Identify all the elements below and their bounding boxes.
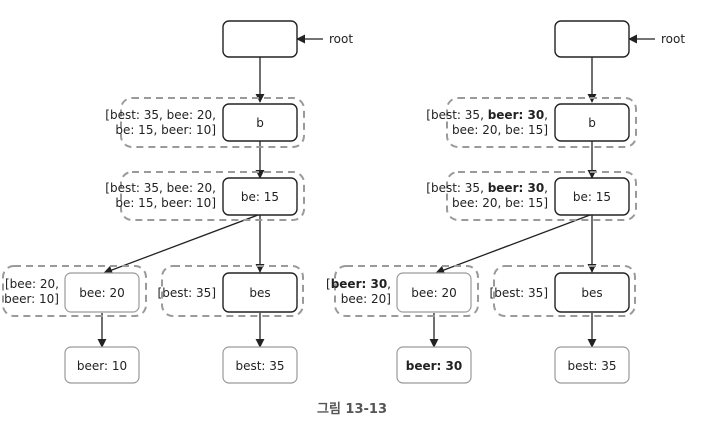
right-node-be	[554, 177, 630, 216]
left-root-node	[222, 20, 298, 58]
left-cache-b-line2: be: 15, beer: 10]	[115, 123, 216, 137]
right-cache-be-bold: beer: 30	[488, 181, 544, 195]
left-node-b	[222, 103, 298, 142]
figure-caption: 그림 13-13	[317, 402, 387, 417]
left-cache-be-line1: [best: 35, bee: 20,	[105, 181, 216, 195]
right-node-be-label: be: 15	[573, 190, 611, 204]
left-leaf-beer-label: beer: 10	[77, 359, 127, 373]
left-leaf-best-label: best: 35	[235, 359, 284, 373]
left-group-b	[120, 97, 305, 148]
right-root-node	[554, 20, 630, 58]
left-group-be	[120, 171, 305, 221]
right-cache-b-part-a: [best: 35,	[426, 108, 487, 122]
right-root-label: root	[661, 32, 685, 46]
left-node-bes-label: bes	[249, 286, 270, 300]
left-node-bee-label: bee: 20	[79, 286, 125, 300]
left-cache-be-line2: be: 15, beer: 10]	[115, 196, 216, 210]
left-cache-bee-line2: beer: 10]	[4, 292, 59, 306]
right-cache-bee-line1: [beer: 30,	[326, 277, 391, 291]
right-cache-be-line2: bee: 20, be: 15]	[452, 196, 548, 210]
left-node-bes	[222, 272, 298, 313]
left-root-label: root	[329, 32, 353, 46]
left-node-be	[222, 177, 298, 216]
left-node-bee	[64, 272, 140, 313]
right-leaf-beer	[396, 346, 472, 384]
right-leaf-best-label: best: 35	[567, 359, 616, 373]
right-node-bes	[554, 272, 630, 313]
right-cache-bee-part-c: ,	[387, 277, 391, 291]
left-group-bes	[161, 265, 304, 317]
right-node-bee	[396, 272, 472, 313]
right-leaf-best	[554, 346, 630, 384]
right-cache-bee-part-a: [	[326, 277, 331, 291]
left-cache-bes: [best: 35]	[158, 286, 216, 300]
left-node-be-label: be: 15	[241, 190, 279, 204]
left-leaf-best	[222, 346, 298, 384]
right-leaf-beer-label: beer: 30	[406, 359, 462, 373]
right-cache-be-line1: [best: 35, beer: 30,	[426, 181, 548, 195]
left-cache-bee-line1: [bee: 20,	[5, 277, 59, 291]
right-cache-be-part-a: [best: 35,	[426, 181, 487, 195]
right-cache-bes: [best: 35]	[490, 286, 548, 300]
right-cache-b-line2: bee: 20, be: 15]	[452, 123, 548, 137]
right-group-b	[446, 97, 637, 148]
right-cache-b-line1: [best: 35, beer: 30,	[426, 108, 548, 122]
right-cache-be-part-c: ,	[544, 181, 548, 195]
right-cache-bee-bold: beer: 30	[331, 277, 387, 291]
left-trie: root b be: 15 bee: 20 bes beer: 10 best:…	[2, 20, 353, 384]
right-node-b-label: b	[588, 116, 596, 130]
right-cache-b-part-c: ,	[544, 108, 548, 122]
left-leaf-beer	[64, 346, 140, 384]
right-group-bee	[334, 265, 479, 317]
right-trie: root b be: 15 bee: 20 bes beer: 30 best:…	[326, 20, 685, 384]
right-cache-bee-line2: bee: 20]	[341, 292, 391, 306]
left-edge-be-bee	[103, 214, 259, 275]
right-edge-be-bee	[435, 214, 591, 275]
right-node-bes-label: bes	[581, 286, 602, 300]
left-cache-b-line1: [best: 35, bee: 20,	[105, 108, 216, 122]
right-node-bee-label: bee: 20	[411, 286, 457, 300]
left-node-b-label: b	[256, 116, 264, 130]
right-group-be	[446, 171, 637, 221]
right-node-b	[554, 103, 630, 142]
right-group-bes	[493, 265, 636, 317]
right-cache-b-bold: beer: 30	[488, 108, 544, 122]
left-group-bee	[2, 265, 147, 317]
